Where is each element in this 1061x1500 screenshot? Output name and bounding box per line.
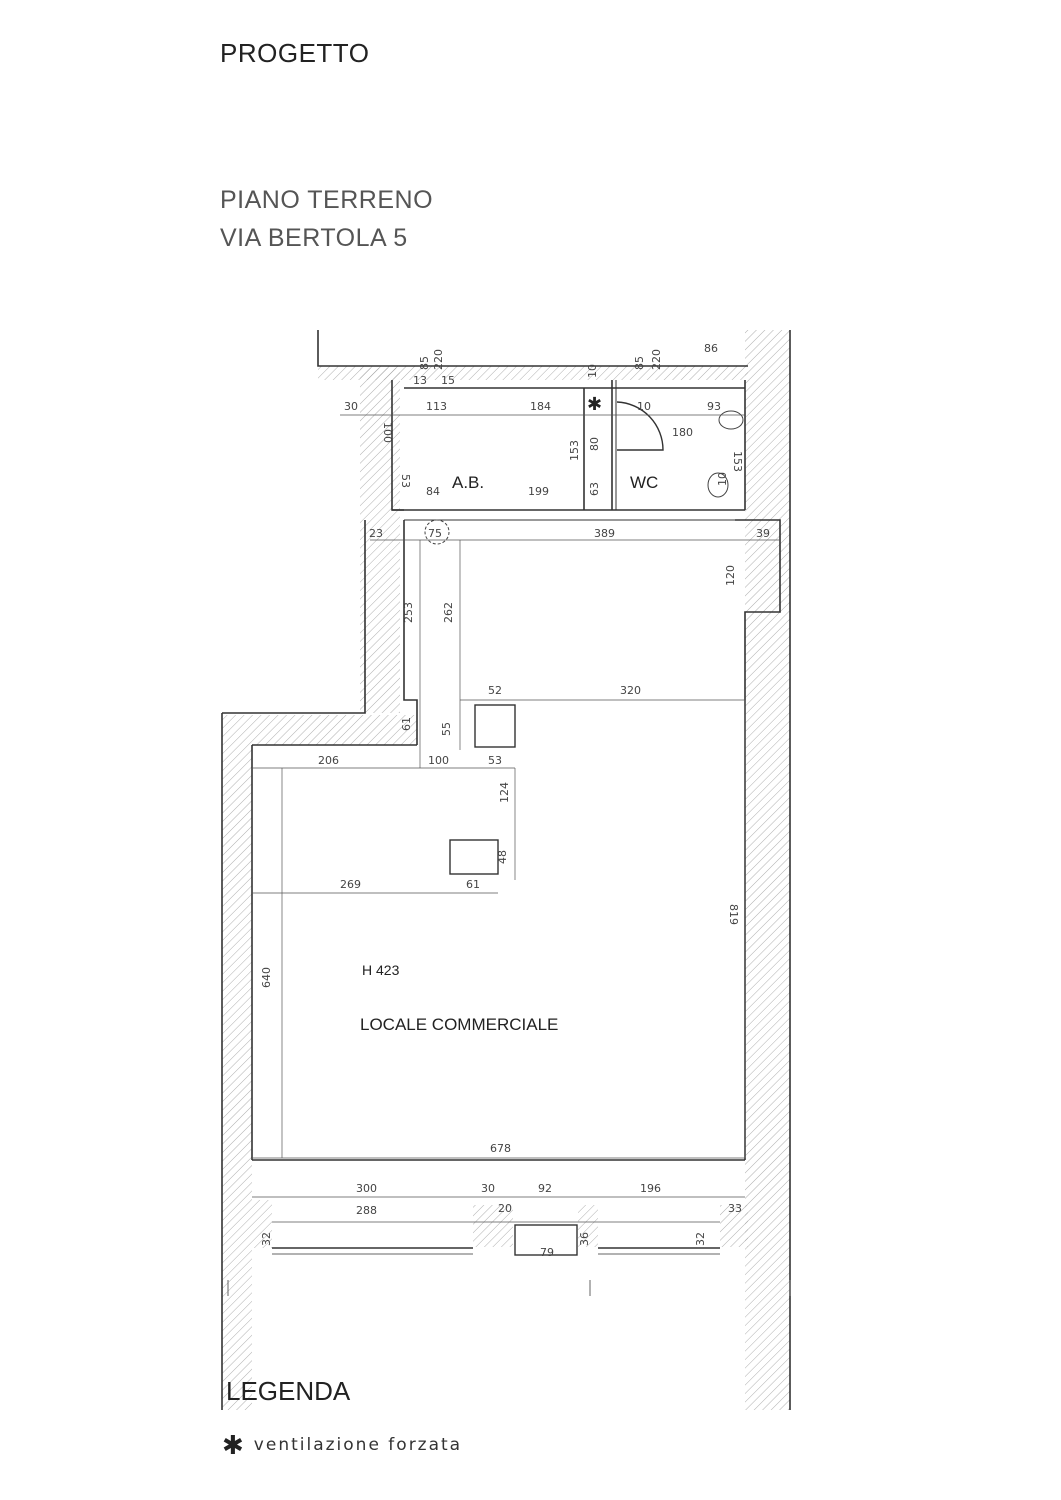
dim-93: 93 (707, 400, 721, 413)
wc-door-swing (616, 401, 664, 451)
legend-row: ✱ ventilazione forzata (222, 1432, 462, 1458)
dim-269: 269 (340, 878, 361, 891)
dim-184: 184 (530, 400, 551, 413)
dim-20: 20 (498, 1202, 512, 1215)
dim-262: 262 (442, 602, 455, 623)
dim-153b: 153 (731, 451, 744, 472)
dim-48: 48 (496, 850, 509, 864)
dim-85b: 85 (633, 356, 646, 370)
room-height-label: H 423 (362, 962, 400, 978)
dim-92: 92 (538, 1182, 552, 1195)
dim-206: 206 (318, 754, 339, 767)
dim-288: 288 (356, 1204, 377, 1217)
dim-85a: 85 (418, 356, 431, 370)
dim-199: 199 (528, 485, 549, 498)
dim-678: 678 (490, 1142, 511, 1155)
dim-10-wc: 10 (637, 400, 651, 413)
dim-220b: 220 (650, 349, 663, 370)
dimension-labels: 85 220 85 220 86 13 15 10 30 113 184 10 … (260, 342, 770, 1259)
room-label-wc: WC (630, 473, 658, 492)
dim-15: 15 (441, 374, 455, 387)
sanitary-fixtures (424, 410, 744, 545)
dim-61: 61 (400, 717, 413, 731)
dim-36: 36 (578, 1232, 591, 1246)
dim-30: 30 (344, 400, 358, 413)
dim-55: 55 (440, 722, 453, 736)
dim-79: 79 (540, 1246, 554, 1259)
wall-outlines (221, 330, 791, 1410)
dim-32b: 32 (694, 1232, 707, 1246)
structures (272, 704, 720, 1256)
dim-84: 84 (426, 485, 440, 498)
room-label-main: LOCALE COMMERCIALE (360, 1015, 558, 1034)
dim-86: 86 (704, 342, 718, 355)
ventilation-star-icon: ✱ (587, 394, 602, 414)
dim-819: 819 (727, 904, 740, 925)
dim-153a: 153 (568, 440, 581, 461)
floor-title: PIANO TERRENO (220, 186, 434, 214)
dim-80: 80 (588, 437, 601, 451)
dim-180: 180 (672, 426, 693, 439)
dim-253: 253 (402, 602, 415, 623)
dim-30b: 30 (481, 1182, 495, 1195)
dim-389: 389 (594, 527, 615, 540)
dim-640: 640 (260, 967, 273, 988)
dimension-lines (252, 414, 780, 1223)
dim-320: 320 (620, 684, 641, 697)
star-icon: ✱ (222, 1430, 244, 1460)
dim-33: 33 (728, 1202, 742, 1215)
dim-120: 120 (724, 565, 737, 586)
address-title: VIA BERTOLA 5 (220, 224, 408, 252)
dim-75: 75 (428, 527, 442, 540)
dim-10-top: 10 (586, 364, 599, 378)
dim-53b: 53 (488, 754, 502, 767)
dim-53: 53 (399, 474, 412, 488)
dim-220a: 220 (432, 349, 445, 370)
dim-63: 63 (588, 482, 601, 496)
section-ticks (227, 1280, 791, 1296)
dim-39: 39 (756, 527, 770, 540)
dim-13: 13 (413, 374, 427, 387)
dim-52: 52 (488, 684, 502, 697)
dim-100b: 100 (428, 754, 449, 767)
wall-hatching (222, 330, 790, 1410)
project-title: PROGETTO (220, 38, 370, 68)
legend-text: ventilazione forzata (253, 1435, 463, 1455)
dim-32a: 32 (260, 1232, 273, 1246)
legend-title: LEGENDA (226, 1376, 351, 1406)
dim-10-wall: 10 (716, 472, 729, 486)
dim-113: 113 (426, 400, 447, 413)
dim-196: 196 (640, 1182, 661, 1195)
dim-300: 300 (356, 1182, 377, 1195)
dim-61b: 61 (466, 878, 480, 891)
dim-124: 124 (498, 782, 511, 803)
room-label-ab: A.B. (452, 473, 484, 492)
dim-100: 100 (381, 422, 394, 443)
dim-23: 23 (369, 527, 383, 540)
